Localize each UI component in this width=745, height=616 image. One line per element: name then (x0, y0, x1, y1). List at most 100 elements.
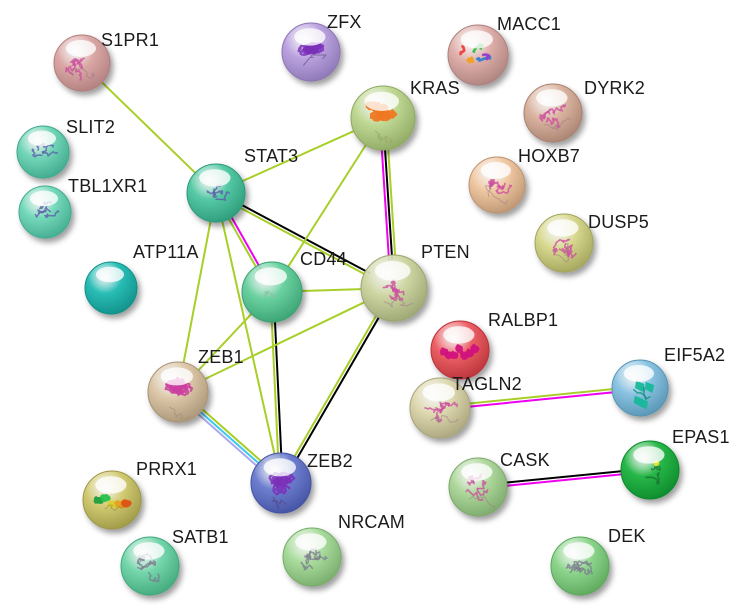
protein-structure-eif5a2 (633, 380, 655, 410)
sphere-highlight-zeb2 (263, 458, 296, 477)
protein-structure-hoxb7 (484, 179, 513, 205)
node-hoxb7[interactable] (468, 156, 526, 214)
sphere-highlight-zeb1 (160, 367, 193, 386)
node-label-cd44: CD44 (300, 249, 347, 269)
edge-pten-zeb2-coexpression[interactable] (294, 312, 382, 463)
sphere-highlight-satb1 (133, 542, 165, 560)
edge-kras-pten-coexpression[interactable] (383, 144, 394, 261)
edge-zeb1-zeb2-database[interactable] (196, 408, 263, 467)
node-ralbp1[interactable] (430, 320, 490, 380)
node-zfx[interactable] (281, 22, 341, 82)
node-zeb2[interactable] (250, 452, 312, 514)
node-eif5a2[interactable] (611, 359, 669, 417)
node-label-tbl1xr1: TBL1XR1 (68, 176, 148, 196)
sphere-highlight-atp11a (95, 266, 124, 283)
sphere-highlight-kras (364, 91, 399, 111)
edge-cask-epas1-coexpression[interactable] (501, 469, 626, 484)
node-cd44[interactable] (241, 261, 303, 323)
node-stat3[interactable] (186, 163, 246, 223)
protein-structure-dek (565, 560, 593, 576)
edge-tagln2-eif5a2-textmining[interactable] (464, 387, 617, 405)
edge-stat3-cd44-experiments[interactable] (228, 212, 262, 270)
node-dyrk2[interactable] (523, 83, 583, 143)
node-label-macc1: MACC1 (497, 14, 562, 34)
node-zeb1[interactable] (147, 361, 209, 423)
edge-pten-zeb2-textmining[interactable] (291, 311, 380, 461)
node-label-ralbp1: RALBP1 (488, 310, 559, 330)
node-label-nrcam: NRCAM (338, 512, 405, 532)
sphere-highlight-dusp5 (547, 219, 579, 237)
node-label-pten: PTEN (421, 242, 470, 262)
edge-kras-pten-experiments[interactable] (380, 145, 390, 261)
node-label-tagln2: TAGLN2 (452, 374, 522, 394)
edges-group (98, 78, 627, 488)
sphere-highlight-tbl1xr1 (29, 190, 58, 207)
node-pten[interactable] (360, 254, 428, 322)
node-satb1[interactable] (120, 536, 180, 596)
edge-cask-epas1-experiments[interactable] (502, 473, 627, 488)
edge-stat3-pten-textmining[interactable] (236, 205, 369, 277)
node-epas1[interactable] (620, 440, 680, 500)
node-dusp5[interactable] (534, 213, 594, 273)
node-cask[interactable] (448, 457, 508, 517)
protein-structure-dusp5 (552, 238, 577, 263)
node-atp11a[interactable] (84, 261, 138, 315)
sphere-highlight-ralbp1 (443, 326, 475, 344)
edge-stat3-pten-coexpression[interactable] (237, 202, 371, 274)
protein-structure-nrcam (300, 548, 328, 571)
node-label-s1pr1: S1PR1 (101, 30, 160, 50)
edge-cd44-pten-textmining[interactable] (296, 287, 367, 293)
node-label-prrx1: PRRX1 (136, 459, 198, 479)
protein-structure-ralbp1 (439, 343, 480, 360)
edge-cd44-zeb2-coexpression[interactable] (273, 316, 283, 458)
sphere-highlight-dek (563, 542, 595, 560)
protein-structure-dyrk2 (539, 104, 571, 131)
protein-structure-prrx1 (93, 494, 132, 511)
node-label-slit2: SLIT2 (66, 117, 116, 137)
sphere-highlight-pten (374, 260, 411, 281)
node-tbl1xr1[interactable] (18, 185, 72, 239)
node-label-cask: CASK (500, 450, 550, 470)
edge-kras-cd44-textmining[interactable] (284, 140, 369, 272)
edge-kras-pten-textmining[interactable] (387, 144, 397, 260)
node-tagln2[interactable] (409, 377, 471, 439)
node-s1pr1[interactable] (53, 34, 111, 92)
edge-cd44-zeb2-textmining[interactable] (270, 317, 280, 459)
node-slit2[interactable] (16, 125, 70, 179)
sphere-highlight-prrx1 (95, 476, 127, 494)
sphere-highlight-cd44 (254, 267, 287, 286)
node-macc1[interactable] (447, 24, 509, 86)
sphere-highlight-hoxb7 (480, 162, 511, 179)
protein-structure-stat3 (206, 184, 231, 202)
sphere-highlight-stat3 (199, 169, 231, 187)
node-dek[interactable] (550, 536, 610, 596)
node-label-zeb2: ZEB2 (307, 451, 353, 471)
node-nrcam[interactable] (282, 527, 342, 587)
edge-zeb1-zeb2-homology[interactable] (194, 410, 261, 470)
protein-structure-pten (382, 279, 413, 308)
node-label-atp11a: ATP11A (133, 242, 199, 262)
node-kras[interactable] (350, 85, 416, 151)
sphere-highlight-nrcam (295, 533, 327, 551)
protein-structure-cd44 (263, 290, 276, 299)
edge-pten-zeb1-textmining[interactable] (200, 299, 369, 382)
node-label-stat3: STAT3 (244, 146, 299, 166)
edge-zeb1-zeb2-textmining[interactable] (198, 405, 265, 465)
node-label-satb1: SATB1 (172, 527, 229, 547)
edge-s1pr1-stat3-textmining[interactable] (98, 78, 200, 177)
edge-tagln2-eif5a2-experiments[interactable] (465, 390, 618, 408)
sphere-highlight-dyrk2 (536, 89, 568, 107)
edge-stat3-zeb1-textmining[interactable] (181, 216, 213, 368)
node-label-eif5a2: EIF5A2 (664, 345, 726, 365)
node-label-zfx: ZFX (327, 12, 362, 32)
edge-cd44-zeb1-textmining[interactable] (194, 309, 256, 375)
node-prrx1[interactable] (82, 470, 142, 530)
sphere-highlight-tagln2 (422, 383, 455, 402)
edge-stat3-kras-textmining[interactable] (237, 128, 359, 184)
node-label-zeb1: ZEB1 (198, 347, 244, 367)
sphere-highlight-slit2 (27, 130, 56, 147)
edge-stat3-cd44-textmining[interactable] (225, 214, 259, 272)
edge-stat3-zeb2-textmining[interactable] (220, 216, 277, 459)
sphere-highlight-zfx (294, 28, 326, 46)
